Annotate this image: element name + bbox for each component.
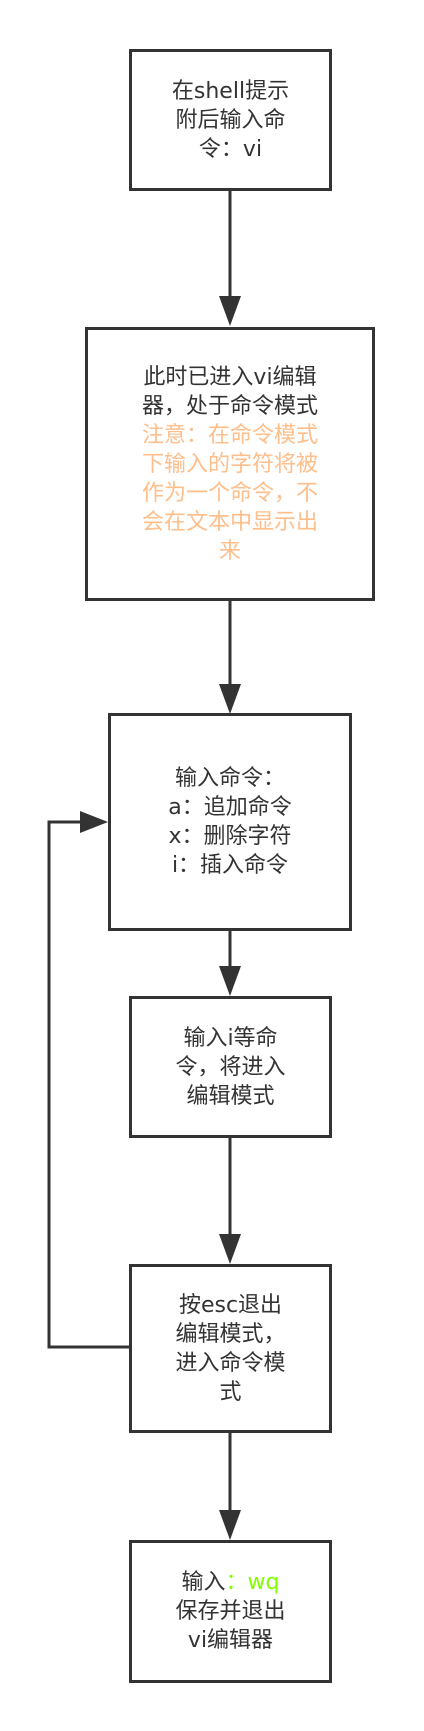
node-save: 输入：wq 保存并退出 vi编辑器 <box>129 1540 332 1683</box>
note-line-5: 来 <box>218 538 241 564</box>
note-line-2: 下输入的字符将被 <box>141 451 318 477</box>
node-command-mode-line-1: 此时已进入vi编辑 <box>143 364 317 390</box>
node-esc-line-3: 进入命令模 <box>175 1350 286 1376</box>
node-command-mode-line-2: 器，处于命令模式 <box>141 393 318 419</box>
node-save-line-3: vi编辑器 <box>187 1628 274 1653</box>
node-start-line-1: 在shell提示 <box>171 78 290 104</box>
note-line-3: 作为一个命令，不 <box>141 480 318 506</box>
node-edit-mode: 输入i等命 令，将进入 编辑模式 <box>129 996 332 1138</box>
node-esc-line-2: 编辑模式， <box>175 1321 286 1347</box>
node-input-commands-line-1: 输入命令： <box>174 766 285 791</box>
node-esc-line-4: 式 <box>219 1379 242 1405</box>
note-line-4: 会在文本中显示出 <box>141 509 318 535</box>
node-start: 在shell提示 附后输入命 令：vi <box>129 49 332 191</box>
node-save-line-1: 输入：wq <box>142 1568 319 1597</box>
node-input-commands: 输入命令： a：追加命令 x：删除字符 i：插入命令 <box>108 713 352 931</box>
node-start-line-2: 附后输入命 <box>175 107 286 133</box>
node-save-line-2: 保存并退出 <box>175 1599 286 1624</box>
node-input-commands-line-4: i：插入命令 <box>171 853 289 878</box>
node-edit-mode-line-3: 编辑模式 <box>186 1083 275 1109</box>
node-esc-line-1: 按esc退出 <box>178 1292 283 1318</box>
node-edit-mode-line-1: 输入i等命 <box>183 1025 278 1051</box>
node-esc: 按esc退出 编辑模式， 进入命令模 式 <box>129 1264 332 1433</box>
wq-command: ：wq <box>225 1570 280 1595</box>
node-command-mode: 此时已进入vi编辑 器，处于命令模式 注意：在命令模式 下输入的字符将被 作为一… <box>85 327 375 601</box>
note-line-1: 注意：在命令模式 <box>141 422 318 448</box>
node-save-prefix: 输入 <box>181 1570 226 1595</box>
arrow-esc-loop-back <box>47 820 130 1349</box>
node-input-commands-line-3: x：删除字符 <box>168 824 292 849</box>
node-input-commands-line-2: a：追加命令 <box>168 795 292 820</box>
node-edit-mode-line-2: 令，将进入 <box>175 1054 286 1080</box>
node-start-line-3: 令：vi <box>198 136 263 162</box>
